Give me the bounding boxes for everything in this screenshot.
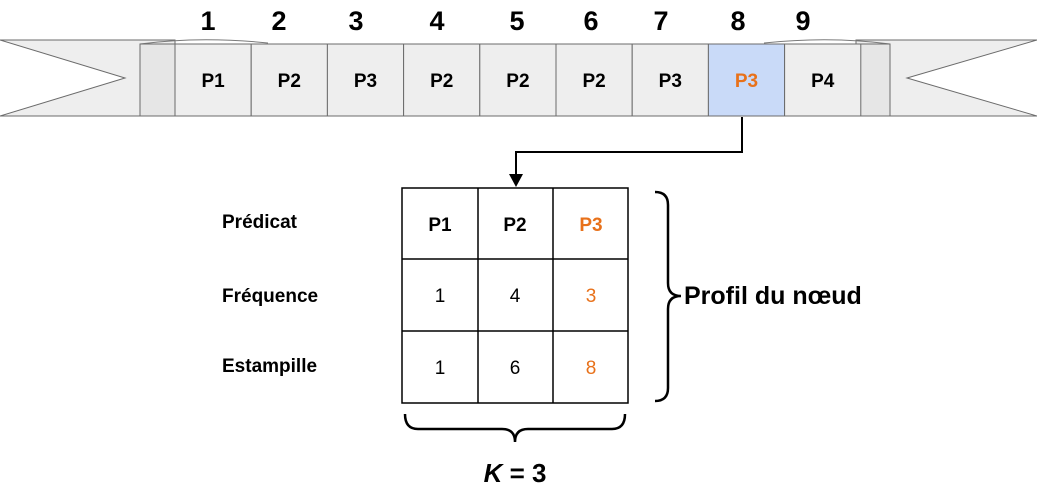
tape-position-number: 6 xyxy=(583,6,598,36)
row-label-predicate: Prédicat xyxy=(222,212,298,233)
table-frequency-cell: 3 xyxy=(586,286,597,307)
table-header-cell: P2 xyxy=(503,215,526,236)
connector-arrow-line xyxy=(515,117,743,174)
tape-cell-label: P3 xyxy=(659,71,682,92)
table-timestamp-cell: 6 xyxy=(510,358,521,379)
profile-table-border xyxy=(401,187,629,404)
tape-cell-label: P3 xyxy=(354,71,377,92)
row-label-frequency: Fréquence xyxy=(222,286,318,307)
tape-position-number: 8 xyxy=(730,6,745,36)
k-label: K = 3 xyxy=(484,458,547,488)
tape-position-number: 7 xyxy=(653,6,668,36)
profile-brace xyxy=(654,190,682,403)
tape-cell-label: P3 xyxy=(735,71,758,92)
tape-cell-label: P4 xyxy=(811,71,835,92)
tape-cell-label: P2 xyxy=(506,71,529,92)
k-label-variable: K xyxy=(484,458,505,488)
ribbon-left-roll xyxy=(139,39,269,45)
profile-label: Profil du nœud xyxy=(684,282,862,310)
ribbon-inner-left xyxy=(139,43,176,117)
tape-position-number: 9 xyxy=(795,6,810,36)
tape-cell xyxy=(403,43,481,117)
row-label-timestamp: Estampille xyxy=(222,356,317,377)
tape-cell-label: P2 xyxy=(582,71,605,92)
tape-position-number: 1 xyxy=(200,6,215,36)
tape-cell xyxy=(631,43,709,117)
tape-cells: P1 P2 P3 P2 P2 P2 P3 P3 P4 xyxy=(174,43,862,117)
table-header-cell: P3 xyxy=(579,215,602,236)
tape-cell-label: P1 xyxy=(201,71,225,92)
ribbon-inner-right xyxy=(855,43,891,117)
tape-cell-label: P2 xyxy=(278,71,301,92)
tape-cell-highlighted xyxy=(707,43,786,117)
tape-cell xyxy=(784,43,862,117)
ribbon-right-roll xyxy=(763,39,891,45)
table-timestamp-cell: 1 xyxy=(435,358,446,379)
tape-cell-label: P2 xyxy=(430,71,453,92)
table-frequency-cell: 1 xyxy=(435,286,446,307)
tape-cell xyxy=(555,43,633,117)
k-label-value: = 3 xyxy=(502,458,546,488)
tape-position-number: 2 xyxy=(271,6,286,36)
tape-positions: 1 2 3 4 5 6 7 8 9 xyxy=(200,6,810,36)
tape-position-number: 3 xyxy=(348,6,363,36)
tape-cell xyxy=(174,43,252,117)
tape-position-number: 4 xyxy=(429,6,444,36)
ribbon-left-end xyxy=(0,39,176,117)
table-frequency-cell: 4 xyxy=(510,286,521,307)
profile-table-values: P1 P2 P3 1 4 3 1 6 8 xyxy=(428,215,602,379)
table-header-cell: P1 xyxy=(428,215,452,236)
connector-arrow-head xyxy=(509,174,523,187)
k-brace xyxy=(403,413,627,443)
tape-position-number: 5 xyxy=(509,6,524,36)
table-timestamp-cell: 8 xyxy=(586,358,597,379)
profile-table xyxy=(401,187,629,404)
